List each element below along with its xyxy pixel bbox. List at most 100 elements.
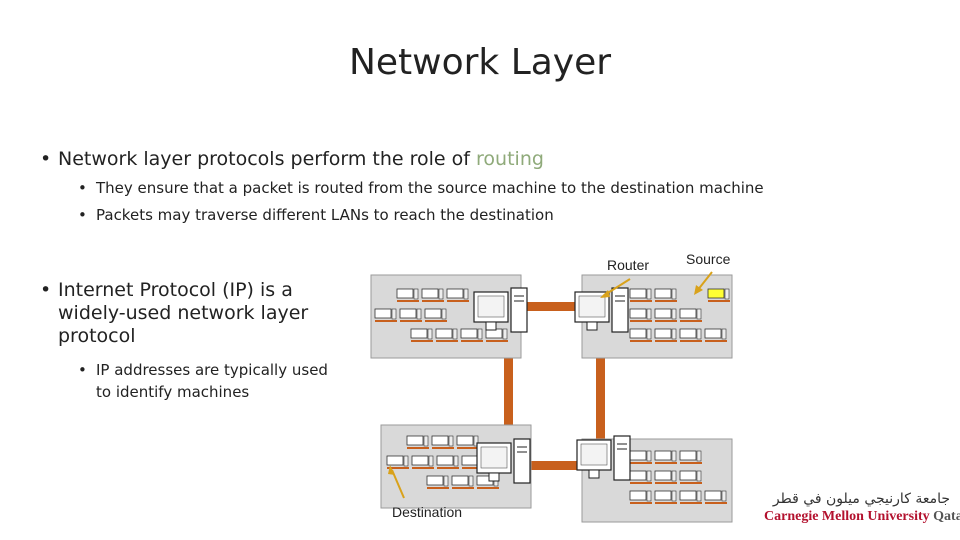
host-screen bbox=[707, 288, 725, 299]
host-tower bbox=[463, 288, 469, 300]
router-tower bbox=[613, 435, 631, 481]
host-tower bbox=[416, 308, 422, 320]
host-screen bbox=[461, 455, 479, 466]
host-tower bbox=[391, 308, 397, 320]
host-tower bbox=[646, 308, 652, 320]
host-screen bbox=[451, 475, 469, 486]
host-computer bbox=[679, 470, 702, 484]
host-tower bbox=[427, 328, 433, 340]
host-computer bbox=[410, 328, 433, 342]
host-computer bbox=[679, 490, 702, 504]
host-computer bbox=[654, 450, 677, 464]
host-screen bbox=[654, 328, 672, 339]
host-screen bbox=[679, 328, 697, 339]
host-screen bbox=[629, 490, 647, 501]
host-computer bbox=[679, 308, 702, 322]
router-screen bbox=[578, 295, 606, 318]
host-tower bbox=[453, 455, 459, 467]
host-computer bbox=[629, 328, 652, 342]
host-tower bbox=[413, 288, 419, 300]
router-stand bbox=[586, 321, 598, 331]
host-tower bbox=[448, 435, 454, 447]
host-computer bbox=[411, 455, 434, 469]
host-screen bbox=[460, 328, 478, 339]
host-tower bbox=[646, 450, 652, 462]
host-screen bbox=[654, 288, 672, 299]
logo-arabic: جامعة كارنيجي ميلون في قطر bbox=[772, 491, 950, 507]
host-screen bbox=[436, 455, 454, 466]
bullet-routing-text: Network layer protocols perform the role… bbox=[58, 148, 477, 170]
router-tower bbox=[513, 438, 531, 484]
host-tower bbox=[671, 288, 677, 300]
host-screen bbox=[704, 328, 722, 339]
host-screen bbox=[654, 490, 672, 501]
host-tower bbox=[696, 328, 702, 340]
host-computer bbox=[424, 308, 447, 322]
host-tower bbox=[452, 328, 458, 340]
host-tower bbox=[671, 490, 677, 502]
host-computer bbox=[707, 288, 730, 302]
host-computer bbox=[679, 450, 702, 464]
host-computer bbox=[460, 328, 483, 342]
host-tower bbox=[671, 308, 677, 320]
host-screen bbox=[411, 455, 429, 466]
host-tower bbox=[477, 328, 483, 340]
host-computer bbox=[704, 328, 727, 342]
host-tower bbox=[646, 470, 652, 482]
logo-english-qatar: Qatar bbox=[933, 509, 960, 524]
host-computer bbox=[436, 455, 459, 469]
sub-bullet-routing-2-text: Packets may traverse different LANs to r… bbox=[96, 206, 554, 224]
host-tower bbox=[696, 308, 702, 320]
host-tower bbox=[443, 475, 449, 487]
host-tower bbox=[721, 490, 727, 502]
destination-arrow-head bbox=[388, 465, 395, 475]
host-computer bbox=[435, 328, 458, 342]
host-screen bbox=[431, 435, 449, 446]
host-tower bbox=[646, 490, 652, 502]
sub-bullet-ip-text: IP addresses are typically used to ident… bbox=[96, 361, 328, 401]
host-screen bbox=[421, 288, 439, 299]
host-computer bbox=[679, 328, 702, 342]
host-tower bbox=[696, 450, 702, 462]
host-screen bbox=[435, 328, 453, 339]
logo-english-cmu: Carnegie Mellon University bbox=[764, 509, 930, 524]
routers bbox=[473, 287, 631, 484]
host-screen bbox=[446, 288, 464, 299]
host-computer bbox=[629, 288, 652, 302]
host-tower bbox=[721, 328, 727, 340]
destination-label: Destination bbox=[392, 504, 463, 520]
host-screen bbox=[424, 308, 442, 319]
host-computer bbox=[629, 490, 652, 504]
source-label: Source bbox=[686, 251, 731, 267]
host-screen bbox=[386, 455, 404, 466]
host-computer bbox=[399, 308, 422, 322]
link-top bbox=[508, 302, 600, 311]
host-screen bbox=[679, 490, 697, 501]
sub-bullet-ip: • IP addresses are typically used to ide… bbox=[78, 359, 346, 403]
host-tower bbox=[724, 288, 730, 300]
bullet-dot: • bbox=[78, 179, 87, 197]
host-tower bbox=[646, 288, 652, 300]
host-computers bbox=[374, 288, 730, 504]
host-screen bbox=[679, 308, 697, 319]
router-icon bbox=[476, 438, 531, 484]
bullet-dot: • bbox=[40, 148, 52, 170]
host-computer bbox=[704, 490, 727, 504]
router-icon bbox=[473, 287, 528, 333]
host-screen bbox=[406, 435, 424, 446]
bullet-routing: • Network layer protocols perform the ro… bbox=[40, 148, 544, 170]
routing-highlight: routing bbox=[476, 148, 544, 170]
host-screen bbox=[654, 470, 672, 481]
host-screen bbox=[629, 308, 647, 319]
router-stand bbox=[485, 321, 497, 331]
host-screen bbox=[679, 470, 697, 481]
link-right bbox=[596, 306, 605, 466]
host-computer bbox=[406, 435, 429, 449]
host-computer bbox=[456, 435, 479, 449]
link-left bbox=[504, 306, 513, 466]
bullet-dot: • bbox=[40, 279, 52, 301]
host-computer bbox=[654, 490, 677, 504]
host-screen bbox=[704, 490, 722, 501]
host-tower bbox=[671, 470, 677, 482]
cmu-qatar-logo: جامعة كارنيجي ميلون في قطر Carnegie Mell… bbox=[764, 490, 960, 530]
